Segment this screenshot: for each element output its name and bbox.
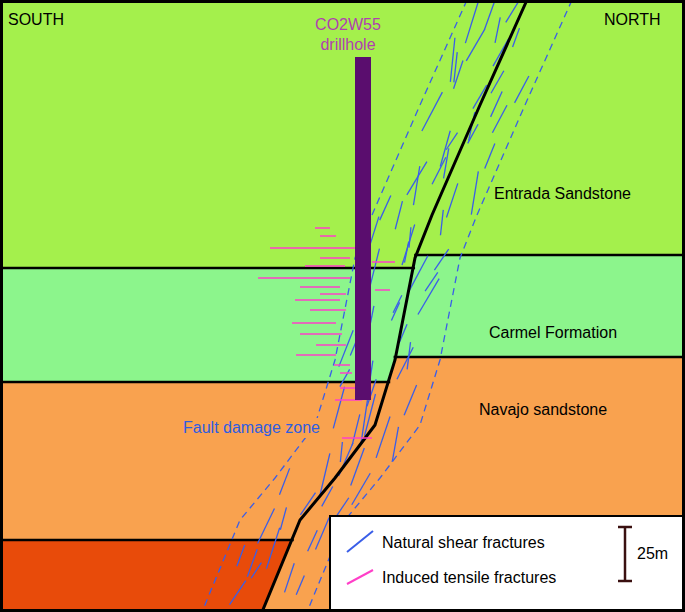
tensile-fracture [334, 364, 350, 366]
tensile-fracture [300, 333, 342, 335]
direction-label: SOUTH [8, 10, 64, 30]
shear-fractures [230, 0, 529, 605]
tensile-fracture [320, 293, 346, 295]
tensile-fracture [340, 387, 355, 389]
tensile-fracture [295, 299, 340, 301]
tensile-fracture [300, 286, 340, 288]
drillhole-label: CO2W55 drillhole [298, 15, 398, 55]
scale-label: 25m [637, 544, 668, 564]
tensile-fracture [296, 354, 336, 356]
layer-boundary [0, 381, 390, 384]
legend-box [330, 516, 685, 612]
tensile-fracture [270, 247, 355, 249]
layer-boundary [0, 539, 294, 542]
legend-sample [347, 531, 373, 552]
tensile-fracture [342, 437, 372, 439]
tensile-fracture [375, 289, 390, 291]
formation-label: Carmel Formation [489, 323, 617, 343]
tensile-fracture [292, 322, 336, 324]
tensile-fracture [258, 277, 350, 279]
tensile-fracture [316, 344, 346, 346]
formation-label: Entrada Sandstone [494, 184, 631, 204]
scale-bar [618, 527, 632, 581]
formation-label: Navajo sandstone [479, 400, 607, 420]
direction-label: NORTH [604, 10, 661, 30]
tensile-fracture [340, 372, 352, 374]
tensile-fracture [372, 261, 395, 263]
legend-text: Natural shear fractures [382, 533, 545, 553]
legend-text: Induced tensile fractures [382, 568, 556, 588]
layer-boundary [414, 254, 685, 257]
layer-boundary [394, 356, 685, 359]
zone-label: Fault damage zone [180, 418, 323, 438]
legend-sample [347, 570, 373, 584]
tensile-fracture [305, 265, 345, 267]
drillhole [355, 57, 371, 400]
tensile-fracture [320, 235, 336, 237]
tensile-fracture [310, 309, 346, 311]
tensile-fracture [315, 227, 330, 229]
tensile-fracture [320, 257, 350, 259]
